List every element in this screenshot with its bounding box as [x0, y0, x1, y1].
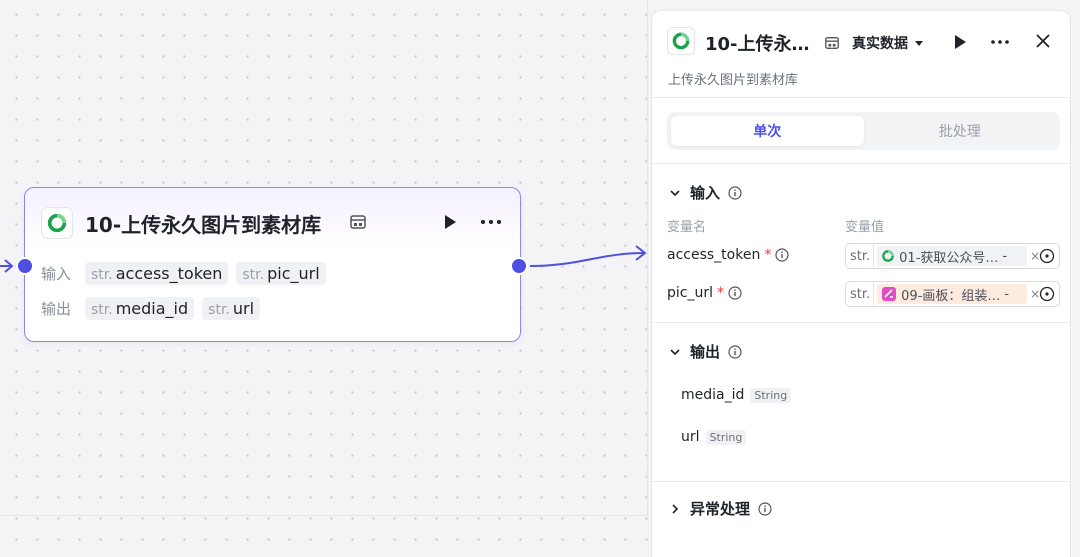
data-mode-select[interactable]: 真实数据 [852, 33, 924, 53]
plugin-logo-icon [882, 250, 894, 262]
caret-down-icon [915, 41, 923, 46]
output-section-header[interactable]: 输出 [668, 341, 742, 362]
chevron-down-icon [670, 348, 680, 355]
chevron-right-icon [672, 503, 679, 514]
type-badge: String [750, 387, 792, 403]
info-icon[interactable] [728, 286, 742, 300]
play-icon[interactable] [441, 213, 459, 231]
ref-chip-pic-url[interactable]: 09-画板：组装… - [877, 284, 1028, 304]
info-icon[interactable] [728, 344, 742, 359]
node-input-port[interactable] [16, 257, 34, 275]
store-icon [825, 37, 839, 49]
column-header-name: 变量名 [667, 220, 707, 235]
store-icon [350, 215, 366, 229]
column-header-value: 变量值 [845, 220, 885, 235]
close-icon[interactable] [1035, 33, 1051, 49]
more-icon[interactable] [988, 33, 1012, 51]
clear-ref-button[interactable]: × [1030, 249, 1041, 263]
info-icon[interactable] [728, 185, 742, 200]
error-section-header[interactable]: 异常处理 [668, 498, 772, 519]
panel-subtitle: 上传永久图片到素材库 [668, 73, 799, 88]
output-row-media-id: media_id String [681, 387, 792, 403]
target-icon[interactable] [1039, 248, 1055, 264]
divider [652, 481, 1070, 482]
target-icon[interactable] [1039, 286, 1055, 302]
ref-chip-access-token[interactable]: 01-获取公众号… - [877, 246, 1028, 266]
clear-ref-button[interactable]: × [1030, 287, 1041, 301]
input-section-header[interactable]: 输入 [668, 182, 742, 203]
var-name-pic-url: pic_url* [667, 285, 742, 301]
input-tag-pic-url: str. pic_url [236, 262, 326, 285]
var-name-access-token: access_token* [667, 247, 789, 263]
output-tag-media-id: str. media_id [85, 297, 195, 320]
value-ref-access-token[interactable]: str. 01-获取公众号… - × [845, 243, 1060, 269]
value-ref-pic-url[interactable]: str. 09-画板：组装… - × [845, 281, 1060, 307]
chevron-down-icon [670, 189, 680, 196]
canvas-frame [0, 0, 648, 516]
info-icon[interactable] [775, 248, 789, 262]
info-icon[interactable] [758, 501, 772, 516]
output-tag-url: str. url [202, 297, 261, 320]
run-mode-tabs: 单次 批处理 [667, 112, 1060, 150]
node-title: 10-上传永久图片到素材库 [85, 213, 322, 237]
plugin-logo-icon [667, 27, 695, 55]
workflow-node[interactable]: 10-上传永久图片到素材库 输入 str. access_token str. … [24, 187, 521, 342]
canvas-board-icon [882, 287, 897, 301]
type-badge: String [705, 429, 747, 445]
plugin-logo-icon [41, 207, 73, 239]
divider [652, 163, 1070, 164]
panel-title: 10-上传永… [705, 34, 810, 55]
more-icon[interactable] [477, 212, 505, 232]
node-config-panel: 10-上传永… 真实数据 上传永久图片到素材库 单次 批处理 [651, 10, 1071, 557]
panel-header: 10-上传永… 真实数据 上传永久图片到素材库 [652, 11, 1070, 98]
play-icon[interactable] [952, 34, 968, 50]
divider [652, 322, 1070, 323]
tab-batch[interactable]: 批处理 [938, 124, 981, 140]
node-outputs-row: 输出 str. media_id str. url [41, 297, 261, 320]
outputs-label: 输出 [41, 300, 72, 318]
output-row-url: url String [681, 429, 747, 445]
node-output-port[interactable] [510, 257, 528, 275]
inputs-label: 输入 [41, 265, 72, 283]
input-tag-access-token: str. access_token [85, 262, 229, 285]
tab-single[interactable]: 单次 [671, 116, 864, 146]
node-inputs-row: 输入 str. access_token str. pic_url [41, 262, 326, 285]
